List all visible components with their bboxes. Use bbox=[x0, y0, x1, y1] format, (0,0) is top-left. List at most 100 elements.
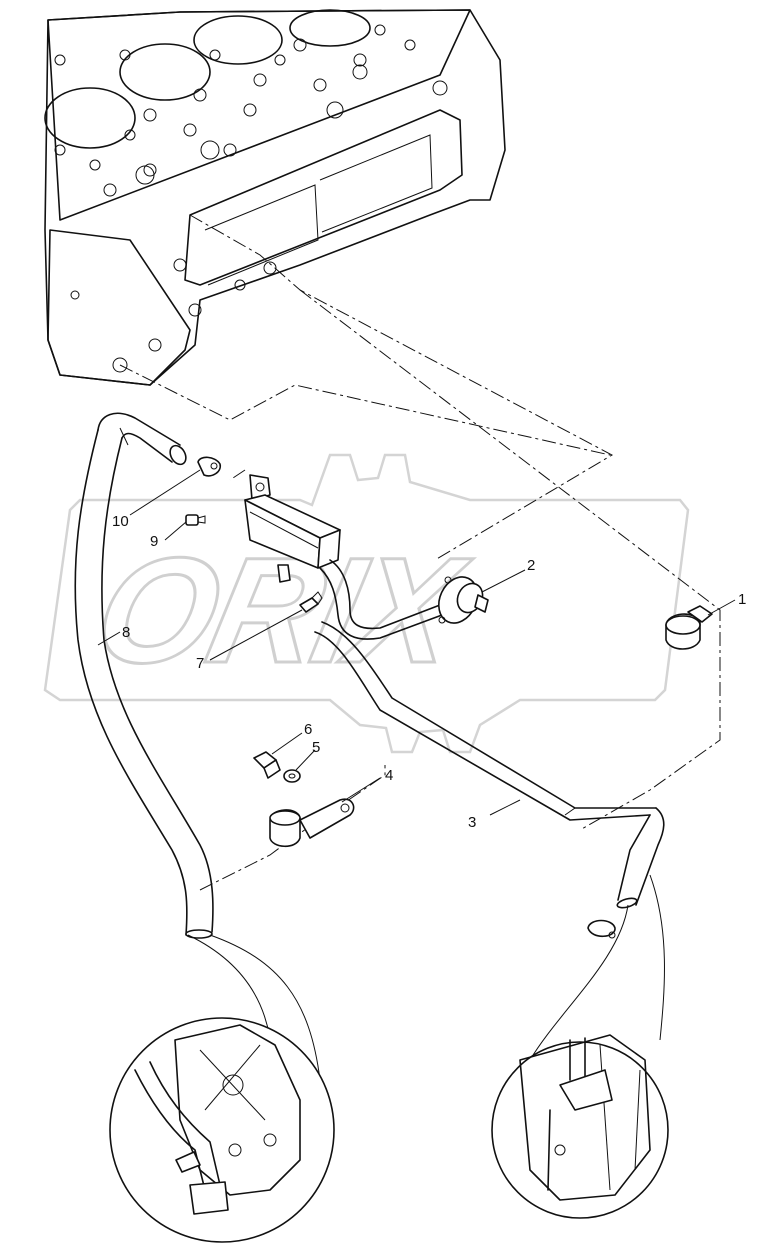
side-cover bbox=[184, 109, 463, 286]
oil-separator bbox=[244, 474, 443, 640]
watermark-text: ORIX bbox=[82, 528, 480, 695]
leader-9 bbox=[164, 521, 187, 541]
detail-left-web-1 bbox=[199, 1049, 266, 1121]
separator-detail bbox=[249, 511, 319, 549]
callout-5: 5 bbox=[312, 739, 320, 756]
connector-right-a bbox=[529, 904, 629, 1061]
flange-2-nipple bbox=[474, 594, 489, 613]
front-housing bbox=[47, 229, 191, 386]
flange-2-bolt-b bbox=[438, 616, 446, 624]
drain-clamp bbox=[587, 919, 616, 939]
side-bosses bbox=[135, 64, 448, 291]
drain-pipe-band bbox=[564, 807, 576, 816]
detail-left-clamp bbox=[175, 1151, 201, 1173]
clamp-10-bolt bbox=[210, 462, 218, 470]
callout-1: 1 bbox=[738, 591, 746, 608]
cylinder-bore-3 bbox=[193, 15, 283, 65]
connector-left-b bbox=[209, 934, 321, 1081]
callout-4: 4 bbox=[385, 767, 393, 784]
leader-8 bbox=[97, 631, 121, 646]
detail-right-rib-2 bbox=[634, 1069, 641, 1171]
grommet-1-top bbox=[665, 615, 701, 635]
front-housing-bolt-3 bbox=[148, 338, 162, 352]
hose-outer-right bbox=[101, 437, 214, 933]
breather-hose bbox=[74, 412, 214, 939]
bracket-4-hole bbox=[340, 803, 350, 813]
drain-pipe bbox=[314, 621, 665, 909]
drain-pipe-drop-b bbox=[635, 807, 665, 906]
leader-4 bbox=[341, 777, 381, 803]
washer-5-hole bbox=[288, 773, 296, 779]
bracket-4-arm bbox=[299, 798, 355, 839]
leader-lines bbox=[97, 469, 736, 816]
drain-pipe-end bbox=[616, 897, 638, 909]
leader-10 bbox=[129, 469, 201, 516]
drain-clamp-body bbox=[587, 919, 616, 938]
side-cover-rib-2 bbox=[319, 134, 433, 233]
detail-left-bolt-1 bbox=[263, 1133, 277, 1147]
separator-outlet bbox=[277, 564, 291, 583]
bolt-9-shank bbox=[197, 515, 206, 524]
cylinder-deck bbox=[47, 9, 471, 221]
leader-3 bbox=[489, 799, 521, 816]
assembly-line-bolt bbox=[229, 469, 246, 481]
detail-right-circle bbox=[491, 1041, 669, 1219]
separator-bracket-hole bbox=[255, 482, 265, 492]
connector-right-b bbox=[649, 874, 665, 1041]
cylinder-bore-1 bbox=[44, 87, 136, 149]
stud-7-thread bbox=[311, 591, 323, 605]
head-bolt-holes bbox=[54, 24, 416, 197]
detail-right-clamp bbox=[554, 1144, 566, 1156]
separator-pipe-b bbox=[319, 567, 443, 640]
hose-clamp-10 bbox=[197, 456, 222, 477]
detail-view-right bbox=[491, 1034, 669, 1219]
watermark-gear-outline bbox=[43, 453, 690, 754]
bracket-4-clip-top bbox=[269, 810, 301, 826]
callout-8: 8 bbox=[122, 624, 130, 641]
drain-pipe-drop-a bbox=[617, 814, 651, 901]
hose-end-bottom bbox=[185, 929, 213, 939]
engine-block bbox=[44, 9, 506, 386]
washer-5-ring bbox=[283, 769, 301, 783]
stud-7 bbox=[299, 591, 323, 613]
washer-5 bbox=[283, 769, 301, 783]
assembly-line-right bbox=[299, 289, 721, 831]
watermark: ORIX bbox=[43, 453, 690, 754]
cylinder-bore-2 bbox=[119, 43, 211, 101]
detail-left-hose-a bbox=[134, 1069, 206, 1191]
bolt-6-shank bbox=[263, 759, 281, 779]
cylinder-bore-4 bbox=[289, 9, 371, 47]
separator-pipe-a bbox=[329, 559, 441, 630]
detail-left-bolt-2 bbox=[228, 1143, 242, 1157]
detail-right-tube bbox=[547, 1109, 551, 1191]
callout-9: 9 bbox=[150, 533, 158, 550]
detail-left-fitting bbox=[189, 1181, 229, 1215]
callout-10: 10 bbox=[112, 513, 129, 530]
bolt-6 bbox=[253, 751, 281, 779]
detail-left-hose-b bbox=[149, 1061, 221, 1186]
bolt-9-head bbox=[185, 514, 199, 526]
leader-2 bbox=[481, 569, 526, 593]
bracket-4 bbox=[269, 798, 355, 848]
hose-end-top bbox=[169, 444, 187, 466]
leader-6 bbox=[271, 732, 303, 755]
grommet-1-tab bbox=[687, 605, 713, 623]
callout-7: 7 bbox=[196, 655, 204, 672]
leader-5 bbox=[295, 749, 316, 771]
side-cover-rib-1 bbox=[204, 184, 319, 286]
callout-3: 3 bbox=[468, 814, 476, 831]
grommet-1 bbox=[665, 605, 713, 650]
flange-2 bbox=[437, 576, 489, 624]
clamp-10-body bbox=[197, 456, 222, 477]
separator-body-side bbox=[317, 529, 341, 569]
drain-clamp-screw bbox=[608, 931, 616, 939]
drain-pipe-lower bbox=[321, 621, 657, 809]
hose-outer-left bbox=[74, 429, 188, 936]
leader-7 bbox=[209, 609, 303, 661]
front-housing-bolt-1 bbox=[70, 290, 80, 300]
detail-right-block bbox=[519, 1034, 651, 1201]
callout-2: 2 bbox=[527, 557, 535, 574]
engine-block-outline bbox=[44, 9, 506, 386]
front-housing-bolt-4 bbox=[188, 303, 202, 317]
